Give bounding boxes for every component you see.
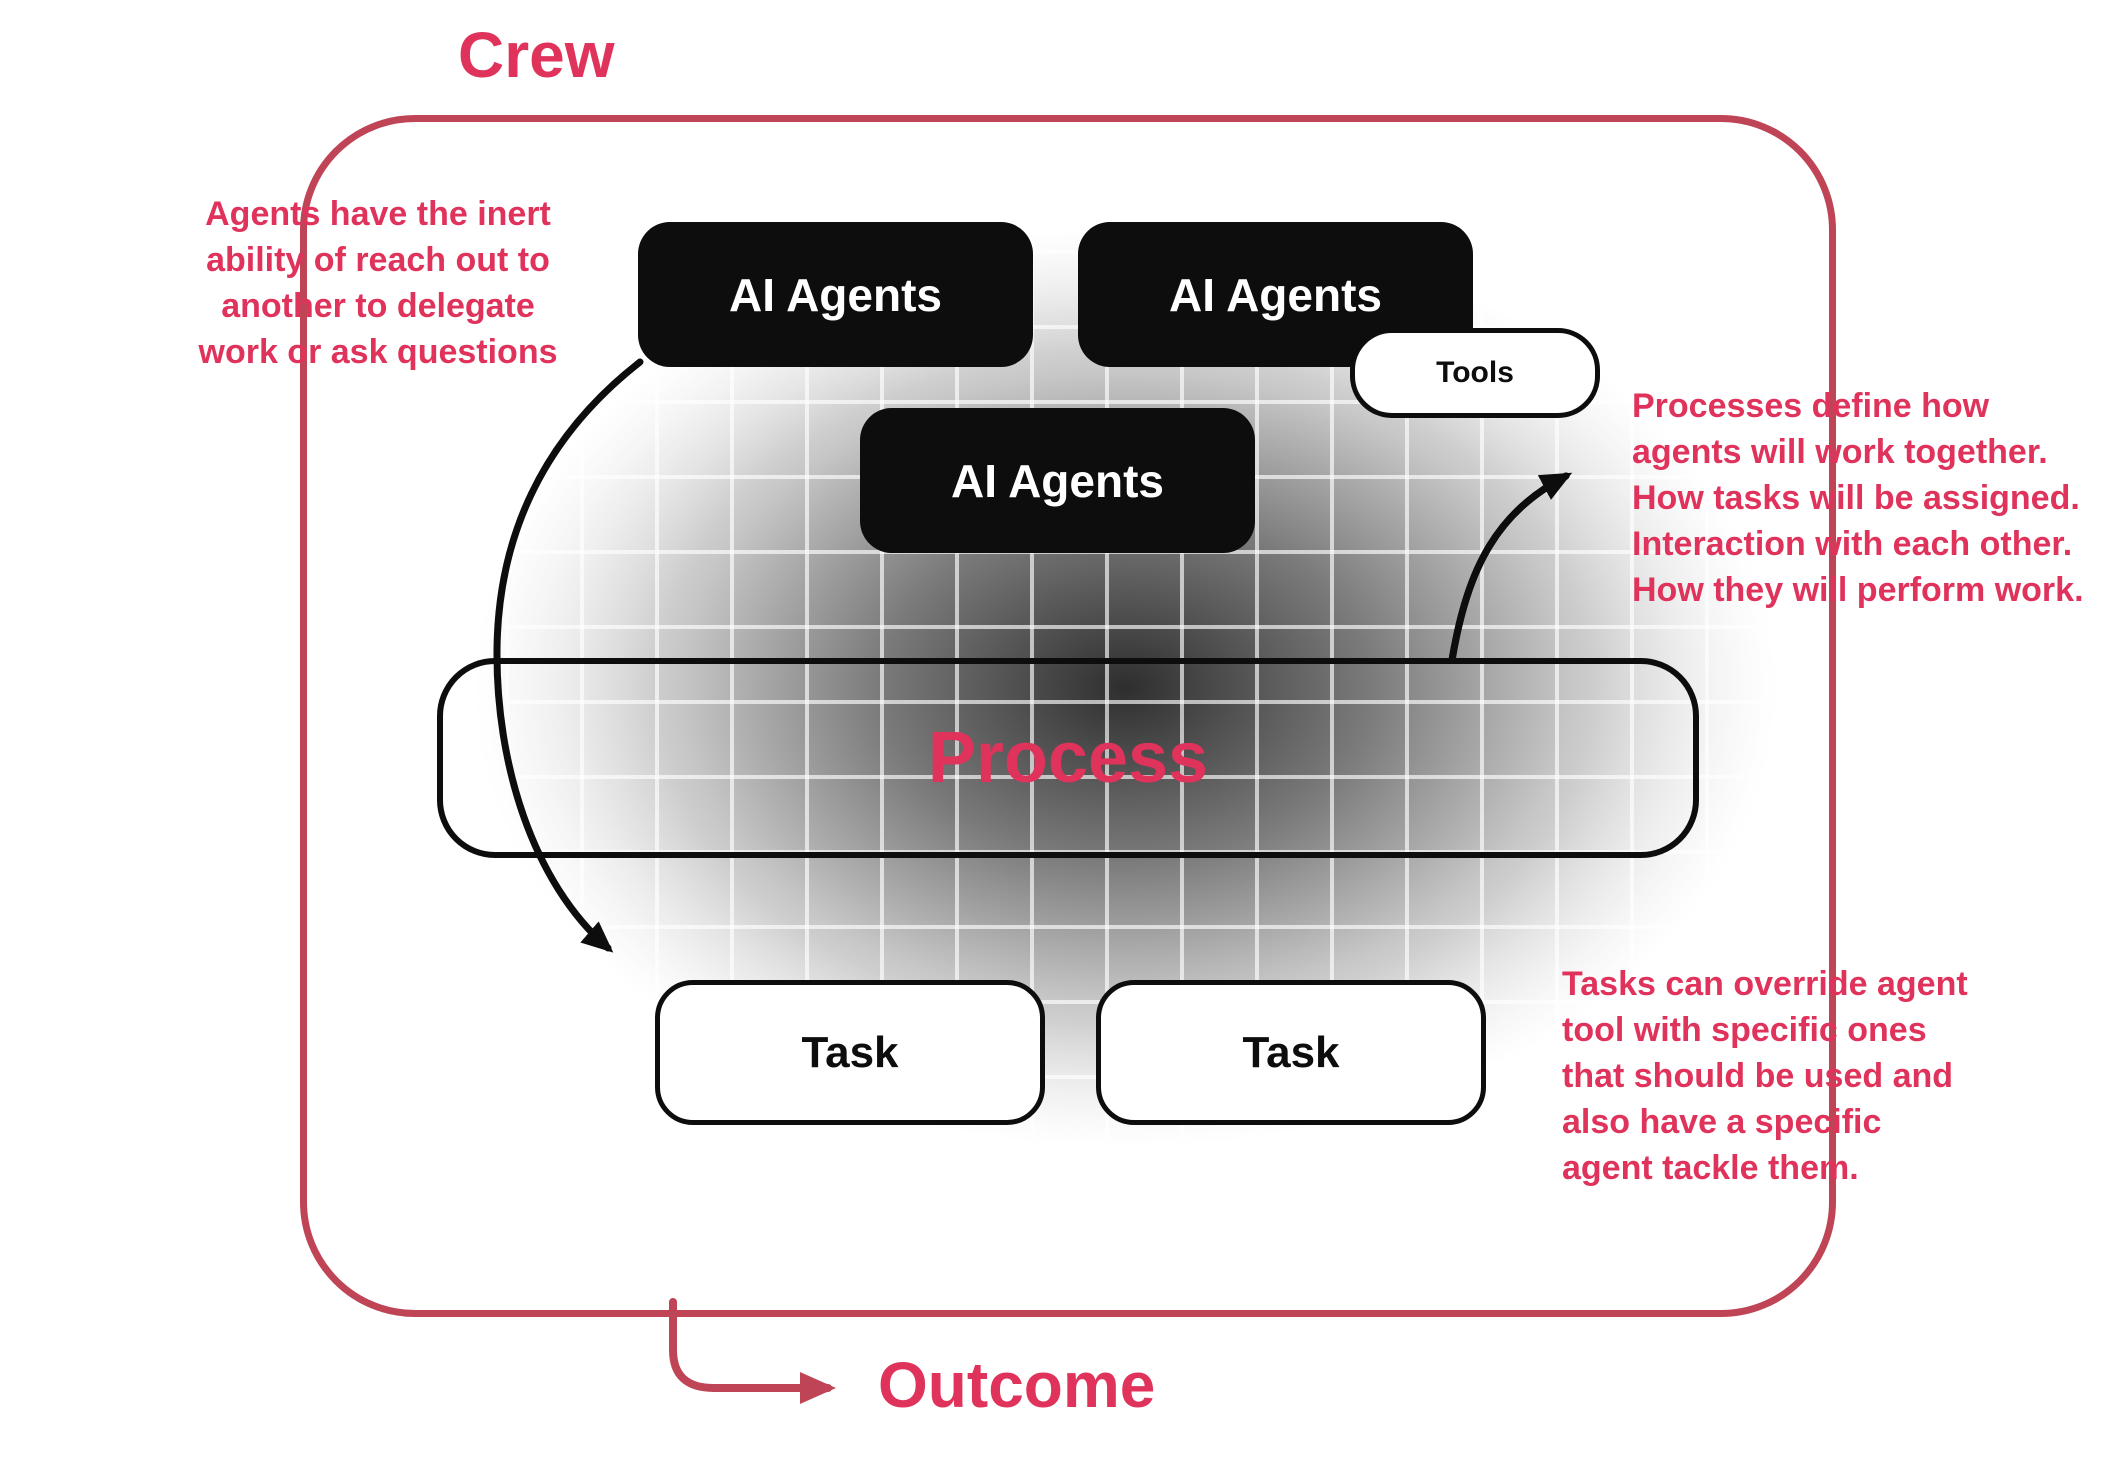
annotation-process-definition: Processes define how agents will work to…	[1632, 387, 2084, 609]
annotation-tasks-override: Tasks can override agent tool with speci…	[1562, 965, 1968, 1187]
process-box: Process	[437, 658, 1699, 858]
ai-agents-label-3: AI Agents	[951, 454, 1164, 507]
ai-agents-box-1: AI Agents	[638, 222, 1033, 367]
task-label-2: Task	[1242, 1027, 1340, 1077]
task-box-2: Task	[1096, 980, 1486, 1125]
tools-box: Tools	[1350, 328, 1600, 418]
ai-agents-box-3: AI Agents	[860, 408, 1255, 553]
tools-label: Tools	[1436, 356, 1514, 389]
crew-title: Crew	[458, 19, 615, 91]
crew-boundary-frame	[300, 115, 1836, 1317]
ai-agents-label-1: AI Agents	[729, 268, 942, 321]
annotation-agents-delegation: Agents have the inert ability of reach o…	[198, 195, 558, 371]
task-box-1: Task	[655, 980, 1045, 1125]
process-label: Process	[927, 718, 1209, 798]
outcome-title: Outcome	[878, 1349, 1156, 1421]
ai-agents-label-2: AI Agents	[1169, 268, 1382, 321]
ai-agents-box-2: AI Agents	[1078, 222, 1473, 367]
task-label-1: Task	[801, 1027, 899, 1077]
